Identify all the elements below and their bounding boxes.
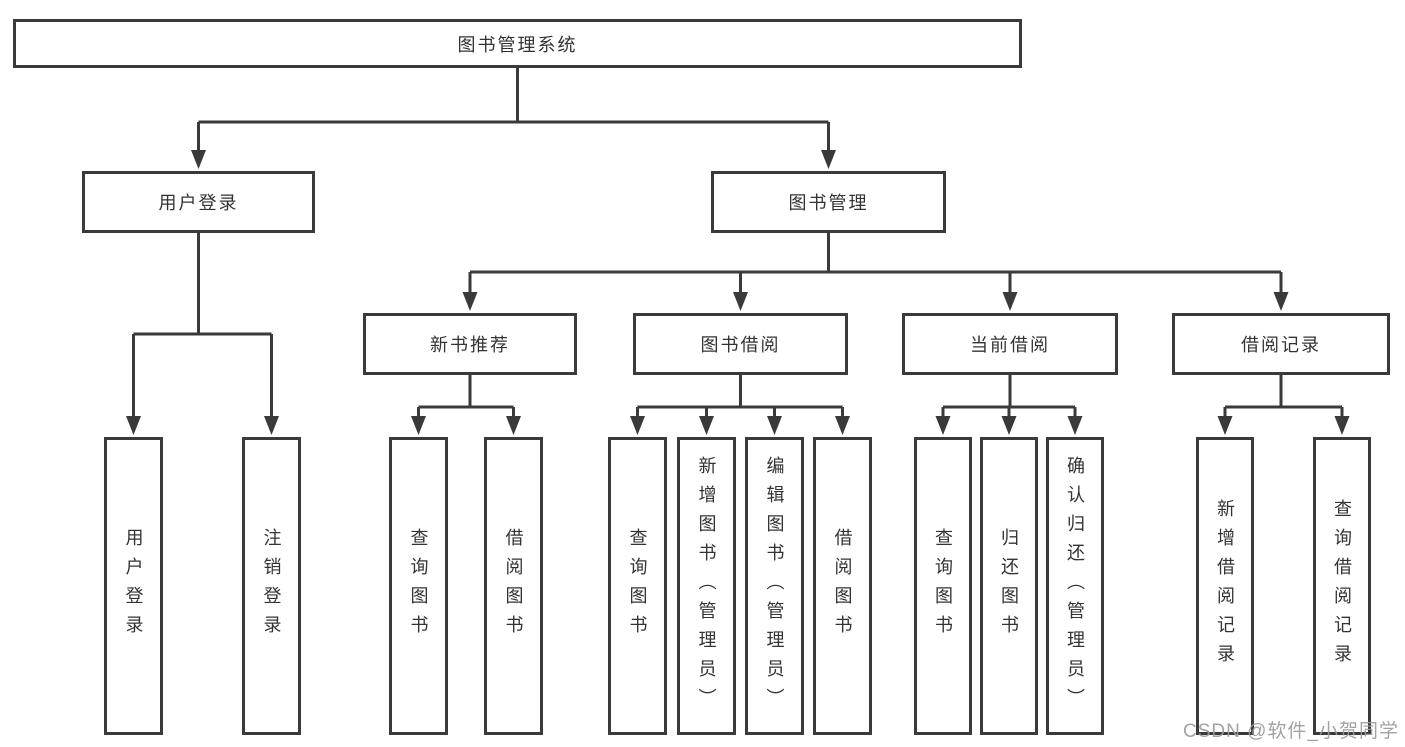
node-label: 查询图书 [627,528,648,644]
node-label: 编辑图书（管理员） [764,455,785,717]
node-book-management-branch: 图书管理 [711,171,946,233]
node-borrowing-records: 借阅记录 [1172,313,1390,375]
node-label: 确认归还（管理员） [1065,455,1085,717]
node-query-books-borrowing: 查询图书 [608,437,667,735]
node-borrow-books: 借阅图书 [813,437,872,735]
node-library-management-system: 图书管理系统 [13,19,1022,68]
node-user-login: 用户登录 [104,437,163,735]
node-add-book-admin: 新增图书（管理员） [677,437,736,735]
node-label: 新增借阅记录 [1215,499,1235,673]
node-query-books-current: 查询图书 [914,437,972,735]
node-user-login-branch: 用户登录 [82,171,315,233]
node-current-borrowing: 当前借阅 [902,313,1118,375]
node-label: 查询借阅记录 [1332,499,1352,673]
node-label: 新书推荐 [430,335,510,355]
node-edit-book-admin: 编辑图书（管理员） [745,437,804,735]
node-borrow-books-recommend: 借阅图书 [484,437,543,735]
node-label: 新增图书（管理员） [696,455,717,717]
node-label: 当前借阅 [970,335,1050,355]
node-label: 注销登录 [261,528,282,644]
node-query-borrow-record: 查询借阅记录 [1313,437,1371,735]
node-label: 查询图书 [933,528,953,644]
node-label: 用户登录 [158,193,239,213]
node-label: 用户登录 [123,528,144,644]
node-label: 借阅记录 [1241,335,1321,355]
node-book-borrowing: 图书借阅 [633,313,848,375]
node-label: 归还图书 [999,528,1019,644]
node-label: 图书管理 [788,193,869,213]
node-return-books: 归还图书 [980,437,1038,735]
node-add-borrow-record: 新增借阅记录 [1196,437,1254,735]
node-logout: 注销登录 [242,437,301,735]
node-new-book-recommendation: 新书推荐 [363,313,577,375]
node-label: 查询图书 [408,528,429,644]
node-confirm-return-admin: 确认归还（管理员） [1046,437,1104,735]
node-query-books-recommend: 查询图书 [389,437,448,735]
node-label: 借阅图书 [832,528,853,644]
node-label: 借阅图书 [503,528,524,644]
node-label: 图书管理系统 [457,34,578,55]
csdn-watermark: CSDN @软件_小贺同学 [1183,721,1399,742]
node-label: 图书借阅 [700,335,781,355]
